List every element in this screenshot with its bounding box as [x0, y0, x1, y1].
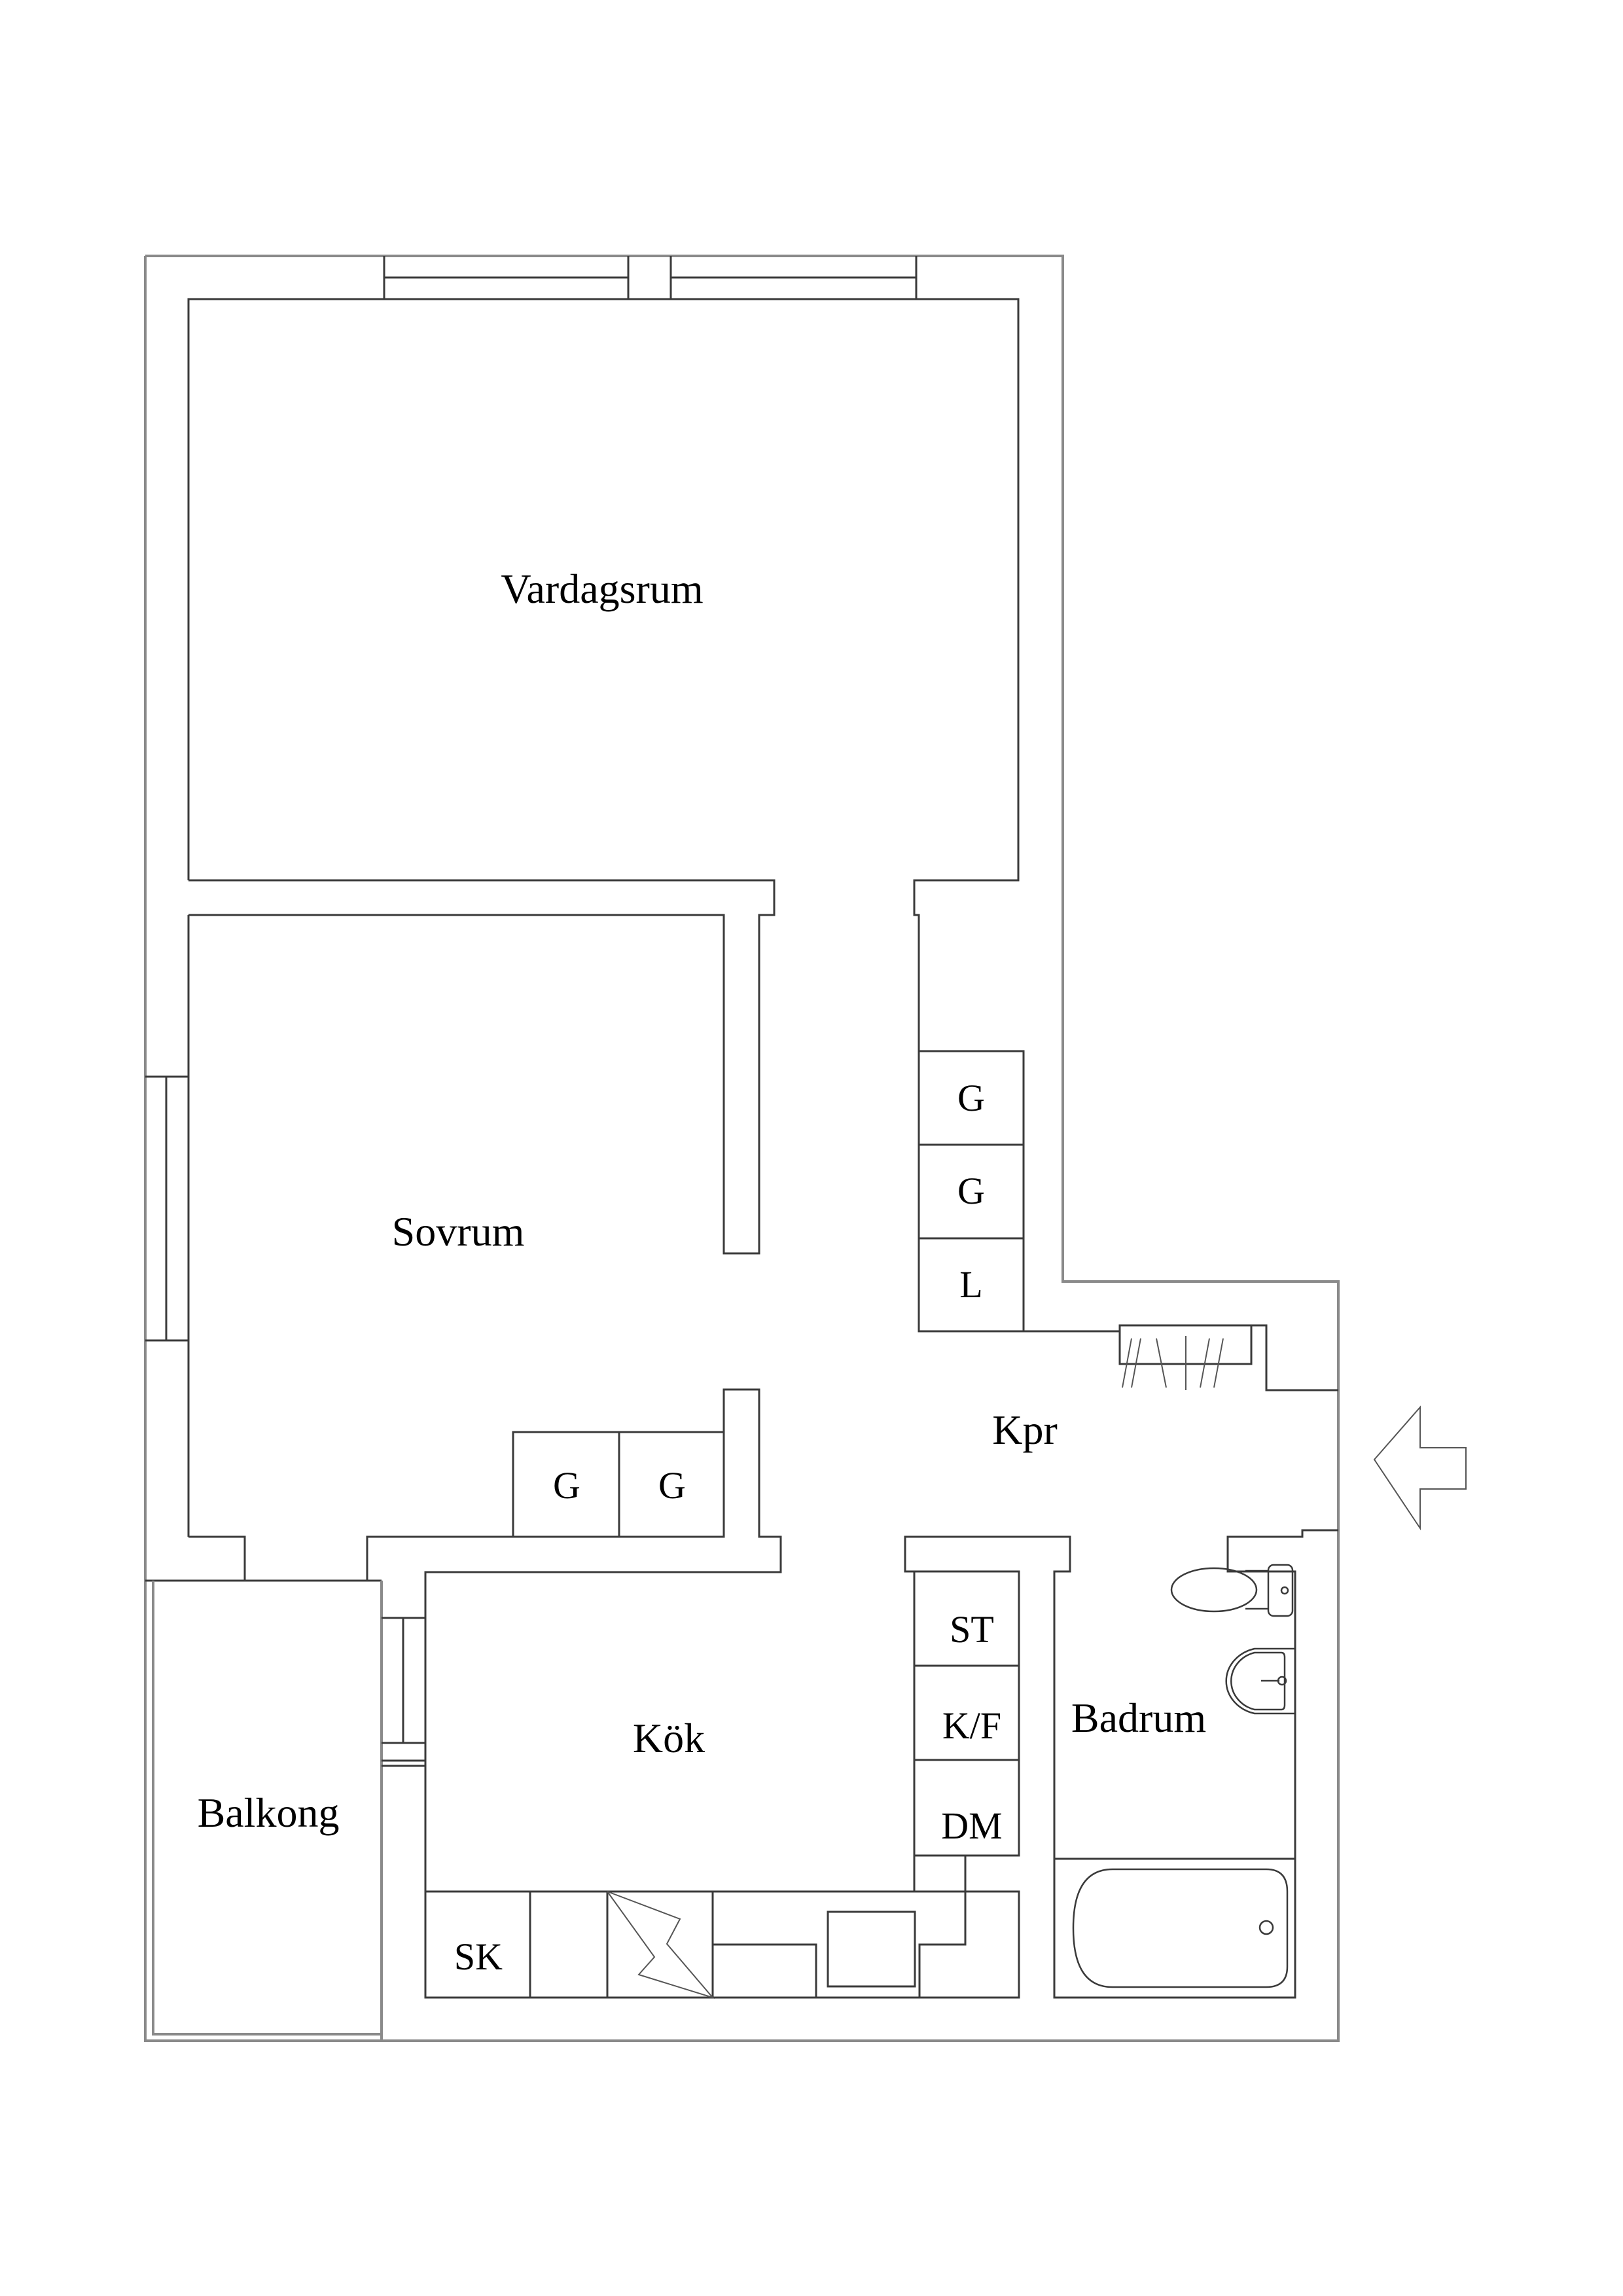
cabinet-label-bedroom-g2: G: [658, 1464, 686, 1507]
outer-walls: [144, 255, 1340, 2042]
bedroom-walls: [187, 915, 513, 1581]
cabinet-label-kf: K/F: [942, 1704, 1002, 1747]
cabinet-label-dm: DM: [941, 1804, 1003, 1847]
balcony-walls: [145, 1579, 383, 2041]
toilet-bowl-icon: [1170, 1567, 1258, 1613]
room-label-vardagsrum: Vardagsrum: [501, 565, 704, 612]
bathtub-drain-icon: [1258, 1920, 1274, 1935]
hall-closet: [1118, 1324, 1338, 1391]
kitchen-tall-cabinets: [913, 1570, 1020, 1857]
toilet-flush-icon: [1280, 1586, 1289, 1595]
room-label-kpr: Kpr: [992, 1407, 1058, 1453]
sink-icon: [1225, 1647, 1295, 1715]
living-room-walls: [187, 298, 1020, 1282]
room-label-badrum: Badrum: [1071, 1695, 1207, 1741]
room-label-balkong: Balkong: [197, 1789, 340, 1836]
entrance-arrow-icon: [1373, 1405, 1467, 1531]
top-windows: [383, 256, 918, 299]
left-window: [145, 1075, 188, 1342]
cabinet-label-st: ST: [950, 1608, 994, 1651]
room-label-sovrum: Sovrum: [391, 1208, 525, 1255]
cabinet-label-hall-l: L: [959, 1263, 983, 1306]
cabinet-label-hall-g1: G: [957, 1077, 985, 1119]
hall-storage: [918, 1050, 1120, 1333]
bedroom-wardrobe: [424, 1388, 782, 1766]
stove-lightning-icon: [607, 1891, 715, 1999]
kitchen-bath-wall: [904, 1529, 1338, 1999]
cabinet-label-bedroom-g1: G: [553, 1464, 580, 1507]
bathtub-icon: [1072, 1868, 1289, 1988]
cabinet-label-sk: SK: [454, 1935, 503, 1978]
kitchen-window: [382, 1617, 425, 1762]
bathroom-fixtures: [1054, 1564, 1295, 1988]
room-label-kok: Kök: [632, 1715, 705, 1761]
cabinet-label-hall-g2: G: [957, 1170, 985, 1212]
kitchen-counter: [382, 1765, 1020, 1999]
